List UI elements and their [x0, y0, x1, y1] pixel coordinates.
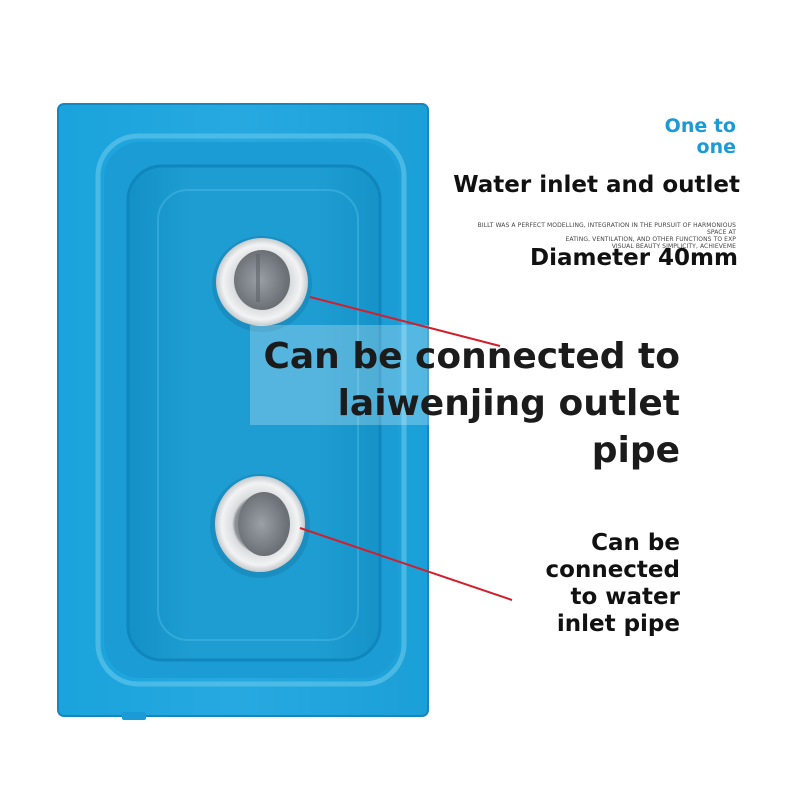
- inlet-callout: Can be connected to water inlet pipe: [545, 530, 680, 637]
- outlet-callout: Can be connected to laiwenjing outlet pi…: [263, 336, 680, 471]
- one-to-one-label: One to one: [664, 115, 736, 158]
- outlet-leader-line: [309, 296, 501, 347]
- inlet-fitting: [210, 474, 310, 578]
- diameter-label: Diameter 40mm: [530, 245, 738, 271]
- inlet-leader-line: [299, 527, 513, 601]
- fine-print: BILLT WAS A PERFECT MODELLING, INTEGRATI…: [477, 222, 736, 250]
- outlet-fitting: [212, 236, 312, 332]
- basin-well: [128, 166, 380, 660]
- water-inlet-outlet-title: Water inlet and outlet: [453, 172, 740, 198]
